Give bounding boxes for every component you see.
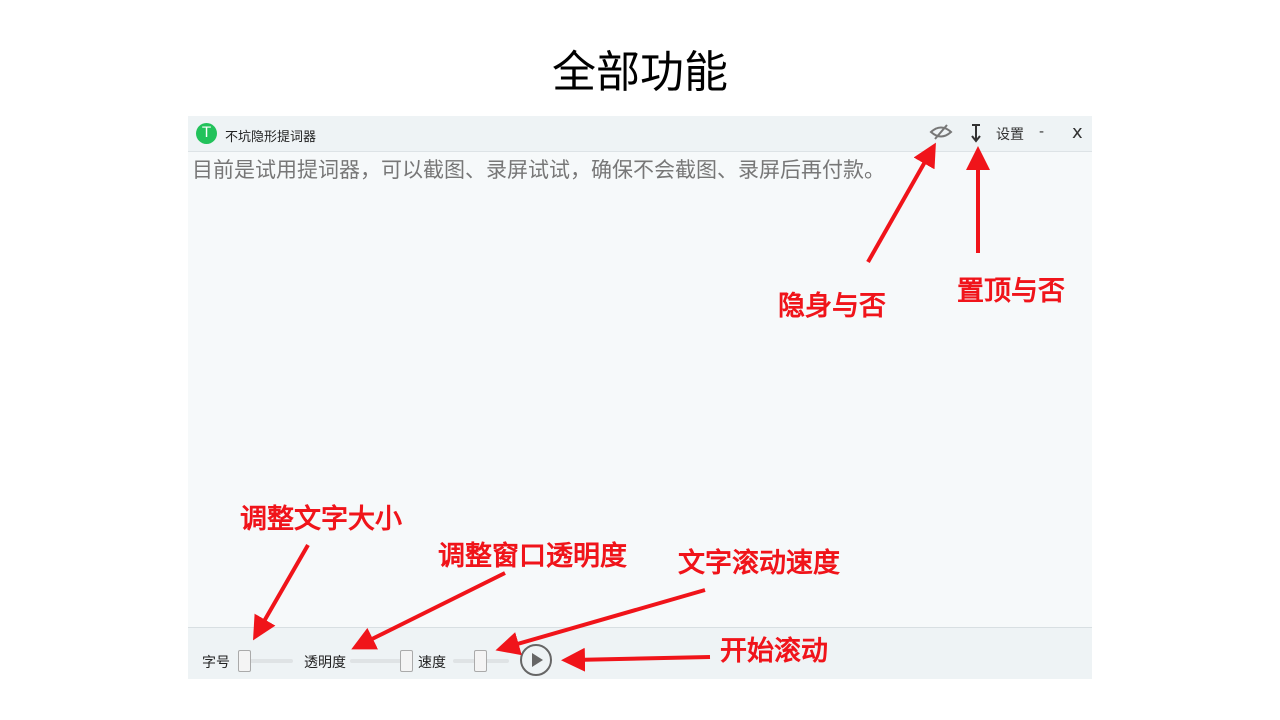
prompter-text[interactable]: 目前是试用提词器，可以截图、录屏试试，确保不会截图、录屏后再付款。 bbox=[192, 158, 885, 182]
annotation-pin: 置顶与否 bbox=[957, 276, 1065, 307]
minimize-button[interactable]: - bbox=[1039, 124, 1045, 140]
speed-slider[interactable] bbox=[453, 650, 509, 672]
annotation-font-size: 调整文字大小 bbox=[240, 504, 402, 535]
play-button[interactable] bbox=[520, 644, 552, 676]
opacity-slider[interactable] bbox=[350, 650, 413, 672]
opacity-label: 透明度 bbox=[304, 655, 346, 671]
slide-title: 全部功能 bbox=[552, 47, 728, 98]
pin-top-icon[interactable] bbox=[970, 123, 982, 147]
font-size-label: 字号 bbox=[202, 655, 230, 671]
control-bar: 字号 透明度 速度 bbox=[188, 627, 1092, 679]
app-title: 不坑隐形提词器 bbox=[225, 130, 317, 145]
annotation-play: 开始滚动 bbox=[720, 636, 828, 667]
annotation-hide: 隐身与否 bbox=[778, 291, 886, 322]
close-button[interactable]: x bbox=[1072, 122, 1083, 143]
settings-button[interactable]: 设置 bbox=[996, 127, 1024, 143]
speed-label: 速度 bbox=[418, 655, 446, 671]
annotation-speed: 文字滚动速度 bbox=[678, 548, 840, 579]
annotation-opacity: 调整窗口透明度 bbox=[438, 541, 627, 572]
font-size-slider[interactable] bbox=[238, 650, 293, 672]
title-bar: T 不坑隐形提词器 设置 - x bbox=[188, 116, 1092, 152]
teleprompter-window: T 不坑隐形提词器 设置 - x 目前是试用提词器，可以截图、录屏试试，确保不会… bbox=[188, 116, 1092, 679]
app-logo: T bbox=[196, 123, 217, 144]
eye-slash-icon[interactable] bbox=[929, 122, 953, 146]
slider-thumb[interactable] bbox=[474, 650, 487, 672]
slider-thumb[interactable] bbox=[400, 650, 413, 672]
slider-thumb[interactable] bbox=[238, 650, 251, 672]
